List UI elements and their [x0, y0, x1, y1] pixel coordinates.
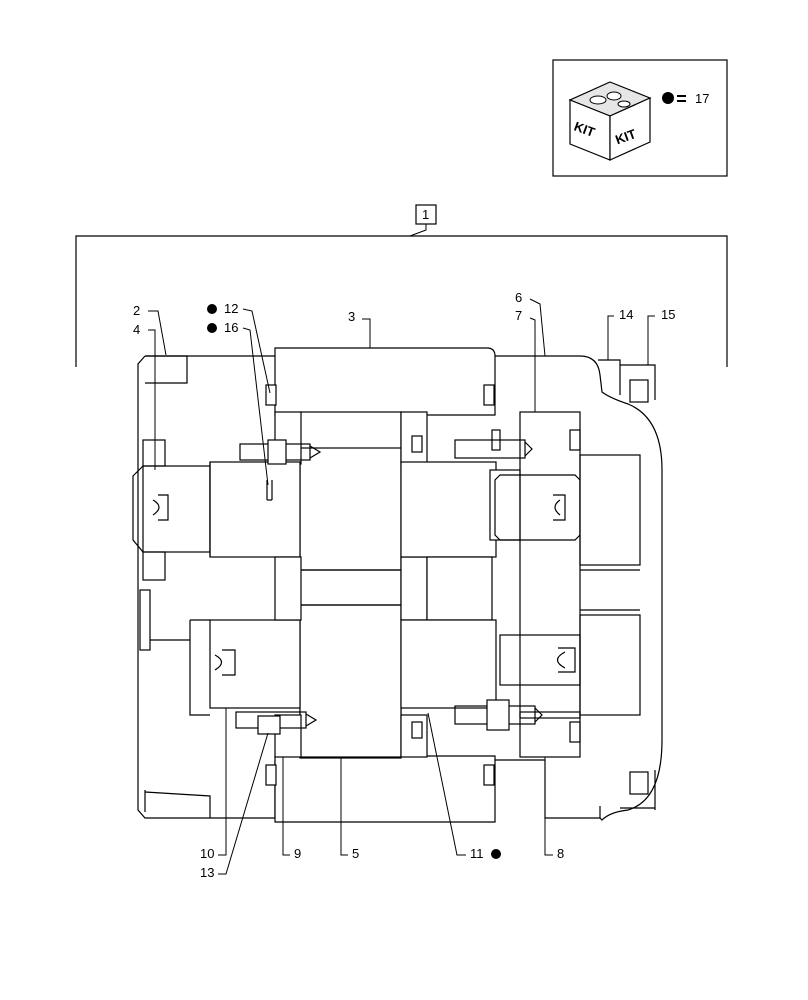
callout-9: 9 [294, 846, 301, 861]
callout-2: 2 [133, 303, 140, 318]
callout-8: 8 [557, 846, 564, 861]
callout-15: 15 [661, 307, 675, 322]
callout-10: 10 [200, 846, 214, 861]
callout-5: 5 [352, 846, 359, 861]
kit-label-right: KIT [613, 126, 638, 147]
kit-dot-12 [207, 304, 217, 314]
callout-6: 6 [515, 290, 522, 305]
callouts: 2 4 12 16 3 6 7 14 15 10 13 9 5 11 8 [133, 290, 675, 880]
kit-legend-value: 17 [695, 91, 709, 106]
callout-11: 11 [470, 846, 484, 861]
kit-box-icon: KIT KIT [568, 81, 652, 161]
callout-14: 14 [619, 307, 633, 322]
callout-7: 7 [515, 308, 522, 323]
assembly-ref-number: 1 [422, 207, 429, 222]
kit-dot-11 [491, 849, 501, 859]
callout-16: 16 [224, 320, 238, 335]
callout-3: 3 [348, 309, 355, 324]
callout-4: 4 [133, 322, 140, 337]
callout-13: 13 [200, 865, 214, 880]
kit-label-left: KIT [572, 119, 597, 140]
equals-icon [677, 95, 686, 97]
drive-assembly-drawing [132, 347, 663, 823]
filled-circle-icon [662, 92, 674, 104]
assembly-bracket: 1 [75, 204, 728, 367]
callout-12: 12 [224, 301, 238, 316]
kit-dot-16 [207, 323, 217, 333]
kit-legend: KIT KIT 17 [552, 59, 728, 177]
kit-legend-frame [552, 59, 728, 177]
